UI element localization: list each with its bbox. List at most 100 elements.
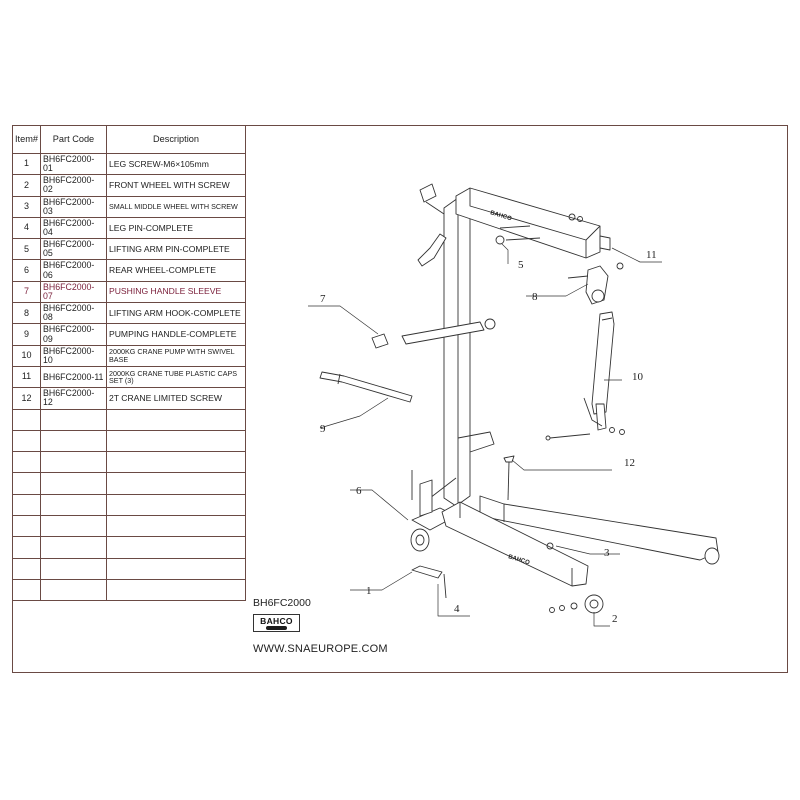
callout-7: 7 xyxy=(320,293,326,305)
part-code-cell xyxy=(39,578,107,602)
part-code-cell: BH6FC2000-06 xyxy=(39,259,107,282)
description-cell xyxy=(105,493,246,517)
description-cell: PUMPING HANDLE-COMPLETE xyxy=(105,323,246,346)
logo-text: BAHCO xyxy=(260,616,293,626)
website-url: WWW.SNAEUROPE.COM xyxy=(253,643,388,655)
description-cell: LEG PIN-COMPLETE xyxy=(105,216,246,240)
table-row xyxy=(12,429,246,453)
part-code-cell xyxy=(39,493,107,517)
item-cell: 6 xyxy=(12,259,41,282)
part-code-cell: BH6FC2000-11 xyxy=(39,365,107,389)
table-row xyxy=(12,472,246,495)
part-code-cell: BH6FC2000-10 xyxy=(39,344,107,367)
table-header-row: Item# Part Code Description xyxy=(12,125,246,154)
description-cell xyxy=(105,472,246,495)
description-cell: FRONT WHEEL WITH SCREW xyxy=(105,174,246,197)
item-cell: 3 xyxy=(12,195,41,218)
limited-screw xyxy=(503,455,515,463)
table-row xyxy=(12,493,246,517)
item-cell: 1 xyxy=(12,152,41,176)
callout-12: 12 xyxy=(624,457,635,469)
description-cell: LIFTING ARM HOOK-COMPLETE xyxy=(105,302,246,325)
part-code-cell: BH6FC2000-02 xyxy=(39,174,107,197)
description-cell: PUSHING HANDLE SLEEVE xyxy=(105,280,246,304)
callout-5: 5 xyxy=(518,259,524,271)
rear-wheel xyxy=(410,528,430,552)
callout-4: 4 xyxy=(454,603,460,615)
item-cell: 2 xyxy=(12,174,41,197)
description-cell xyxy=(105,515,246,538)
item-cell xyxy=(12,451,41,474)
part-code-cell xyxy=(39,536,107,559)
description-cell: 2000KG CRANE PUMP WITH SWIVEL BASE xyxy=(105,344,246,367)
description-cell: 2T CRANE LIMITED SCREW xyxy=(105,387,246,410)
callout-11: 11 xyxy=(646,249,657,261)
description-cell: 2000KG CRANE TUBE PLASTIC CAPS SET (3) xyxy=(105,365,246,389)
item-cell xyxy=(12,557,41,580)
table-row xyxy=(12,557,246,580)
table-row xyxy=(12,408,246,431)
description-cell xyxy=(105,451,246,474)
description-cell: LIFTING ARM PIN-COMPLETE xyxy=(105,238,246,261)
item-cell: 10 xyxy=(12,344,41,367)
description-cell: REAR WHEEL-COMPLETE xyxy=(105,259,246,282)
item-cell xyxy=(12,536,41,559)
description-cell: SMALL MIDDLE WHEEL WITH SCREW xyxy=(105,195,246,218)
table-row xyxy=(12,578,246,602)
header-part-code: Part Code xyxy=(39,125,107,154)
item-cell: 12 xyxy=(12,387,41,410)
item-cell: 8 xyxy=(12,302,41,325)
callout-8: 8 xyxy=(532,291,538,303)
table-row xyxy=(12,515,246,538)
item-cell: 7 xyxy=(12,280,41,304)
item-cell xyxy=(12,429,41,453)
description-cell xyxy=(105,408,246,431)
description-cell xyxy=(105,536,246,559)
part-code-cell: BH6FC2000-05 xyxy=(39,238,107,261)
item-cell: 5 xyxy=(12,238,41,261)
mast xyxy=(443,197,471,507)
item-cell xyxy=(12,493,41,517)
tube-cap xyxy=(599,235,611,251)
handle-sleeve xyxy=(371,333,389,349)
model-code: BH6FC2000 xyxy=(253,597,311,609)
part-code-cell: BH6FC2000-08 xyxy=(39,302,107,325)
description-cell xyxy=(105,429,246,453)
logo-mark xyxy=(266,626,287,630)
item-cell: 9 xyxy=(12,323,41,346)
header-description: Description xyxy=(105,125,246,154)
part-code-cell xyxy=(39,515,107,538)
item-cell: 4 xyxy=(12,216,41,240)
item-cell xyxy=(12,472,41,495)
description-cell xyxy=(105,557,246,580)
hydraulic-cylinder xyxy=(591,311,615,415)
part-code-cell xyxy=(39,557,107,580)
item-cell: 11 xyxy=(12,365,41,389)
table-row xyxy=(12,536,246,559)
part-code-cell: BH6FC2000-01 xyxy=(39,152,107,176)
callout-2: 2 xyxy=(612,613,618,625)
part-code-cell xyxy=(39,429,107,453)
bahco-logo: BAHCO xyxy=(253,614,300,632)
part-code-cell: BH6FC2000-04 xyxy=(39,216,107,240)
part-code-cell: BH6FC2000-07 xyxy=(39,280,107,304)
item-cell xyxy=(12,408,41,431)
callout-10: 10 xyxy=(632,371,644,383)
pumping-handle xyxy=(319,371,413,403)
item-cell xyxy=(12,515,41,538)
part-code-cell xyxy=(39,408,107,431)
